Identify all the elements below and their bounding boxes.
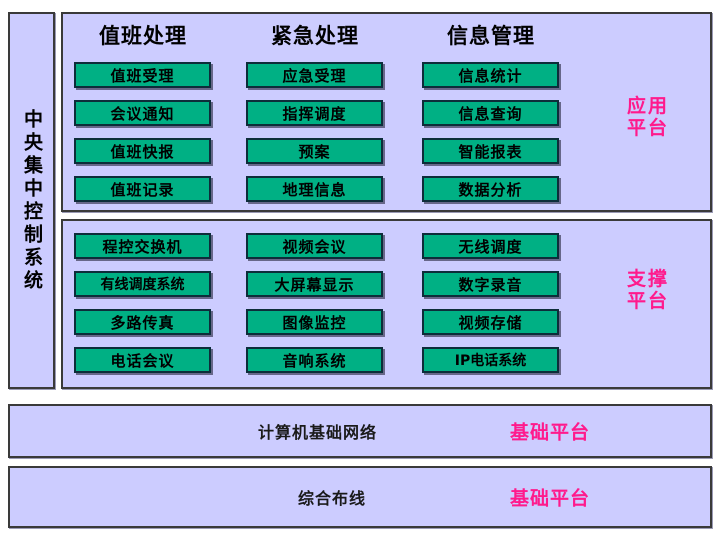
chip-geographic-info[interactable]: 地理信息 — [246, 176, 383, 202]
base-bar-network-title: 计算机基础网络 — [258, 423, 378, 442]
application-platform-label-line1: 应用 — [626, 95, 669, 117]
chip-video-conference[interactable]: 视频会议 — [246, 233, 383, 259]
chip-large-screen-display[interactable]: 大屏幕显示 — [246, 271, 383, 297]
column-header-duty: 值班处理 — [99, 24, 187, 48]
base-bar-cabling-platform-label: 基础平台 — [510, 487, 591, 510]
support-platform-label-line2: 平台 — [626, 289, 669, 312]
chip-duty-bulletin[interactable]: 值班快报 — [74, 138, 211, 164]
application-platform-panel: 值班处理 紧急处理 信息管理 值班受理 会议通知 值班快报 值班记录 应急受理 … — [61, 12, 712, 212]
chip-digital-recording[interactable]: 数字录音 — [422, 271, 559, 297]
application-platform-headers: 值班处理 紧急处理 信息管理 — [63, 20, 710, 54]
chip-duty-acceptance[interactable]: 值班受理 — [74, 62, 211, 88]
base-bar-cabling-title: 综合布线 — [298, 489, 367, 508]
support-platform-panel: 程控交换机 有线调度系统 多路传真 电话会议 视频会议 大屏幕显示 图像监控 音… — [61, 219, 712, 389]
chip-audio-system[interactable]: 音响系统 — [246, 347, 383, 373]
chip-data-analysis[interactable]: 数据分析 — [422, 176, 559, 202]
chip-emergency-acceptance[interactable]: 应急受理 — [246, 62, 383, 88]
base-bar-cabling: 综合布线 基础平台 — [8, 466, 712, 528]
chip-wired-dispatch-system[interactable]: 有线调度系统 — [74, 271, 211, 297]
chip-multichannel-fax[interactable]: 多路传真 — [74, 309, 211, 335]
application-platform-label: 应用 平台 — [593, 95, 703, 140]
chip-telephone-conference[interactable]: 电话会议 — [74, 347, 211, 373]
application-platform-label-line2: 平台 — [626, 116, 669, 139]
column-header-info: 信息管理 — [447, 24, 535, 48]
support-platform-label-line1: 支撑 — [626, 268, 669, 290]
chip-pbx-switch[interactable]: 程控交换机 — [74, 233, 211, 259]
chip-command-dispatch[interactable]: 指挥调度 — [246, 100, 383, 126]
chip-info-query[interactable]: 信息查询 — [422, 100, 559, 126]
chip-wireless-dispatch[interactable]: 无线调度 — [422, 233, 559, 259]
column-header-emergency: 紧急处理 — [271, 24, 359, 48]
chip-image-surveillance[interactable]: 图像监控 — [246, 309, 383, 335]
chip-meeting-notice[interactable]: 会议通知 — [74, 100, 211, 126]
central-control-system-spine: 中央集中控制系统 — [8, 12, 55, 389]
spine-label: 中央集中控制系统 — [21, 108, 43, 293]
base-bar-network-platform-label: 基础平台 — [510, 421, 591, 444]
chip-video-storage[interactable]: 视频存储 — [422, 309, 559, 335]
chip-smart-report[interactable]: 智能报表 — [422, 138, 559, 164]
base-bar-network: 计算机基础网络 基础平台 — [8, 404, 712, 458]
chip-ip-phone-system[interactable]: IP电话系统 — [422, 347, 559, 373]
chip-info-statistics[interactable]: 信息统计 — [422, 62, 559, 88]
chip-duty-record[interactable]: 值班记录 — [74, 176, 211, 202]
support-platform-label: 支撑 平台 — [593, 268, 703, 313]
chip-contingency-plan[interactable]: 预案 — [246, 138, 383, 164]
